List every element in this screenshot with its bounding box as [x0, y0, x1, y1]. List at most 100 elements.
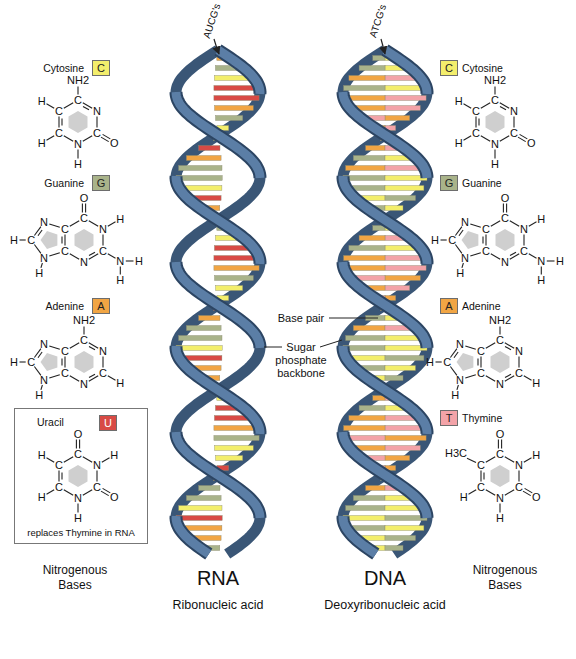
base-bar	[199, 146, 220, 151]
atom-label: H	[426, 357, 434, 368]
base-bars	[176, 56, 260, 551]
backbone-back	[176, 50, 260, 554]
strand-letters: AUCG's	[201, 2, 223, 40]
sugar-phosphate-strand	[343, 432, 427, 518]
backbone-front	[343, 50, 427, 554]
chemical-bond	[47, 458, 55, 462]
chemical-bond	[47, 136, 55, 140]
base-bar	[186, 156, 221, 161]
chemical-bond	[454, 352, 458, 358]
chemical-bond	[77, 87, 78, 95]
chemical-bond	[64, 103, 73, 108]
molecule-full-name: Ribonucleic acid	[172, 598, 263, 612]
atom-label: H	[116, 214, 124, 225]
base-bar	[385, 206, 403, 211]
chemical-bond	[70, 254, 79, 259]
atom-label: O	[110, 492, 119, 503]
chemical-bond	[465, 375, 476, 378]
atom-label: C	[80, 335, 88, 346]
base-bar	[385, 456, 410, 461]
base-structure	[464, 87, 528, 159]
atom-label: N	[537, 256, 545, 267]
chemical-bond	[126, 260, 134, 261]
atom-label: N	[40, 339, 48, 350]
chemical-bond	[102, 357, 103, 368]
sugar-phosphate-strand	[176, 176, 260, 264]
sugar-phosphate-strand	[176, 346, 260, 434]
chemical-bond	[486, 490, 495, 495]
base-bar	[199, 316, 220, 321]
ring-shading	[41, 353, 58, 371]
base-bar	[214, 96, 259, 101]
atom-label: H	[74, 513, 82, 524]
base-bar	[385, 546, 403, 551]
chemical-bond	[505, 346, 511, 349]
chemical-bond	[64, 457, 73, 462]
molecule-name: RNA	[197, 567, 239, 590]
chemical-bond	[500, 136, 509, 141]
base-bar	[385, 376, 403, 381]
part-label: Base pair	[276, 312, 326, 325]
chemical-bond	[20, 239, 26, 240]
base-bar	[186, 326, 221, 331]
sugar-phosphate-strand	[343, 262, 427, 348]
atom-label: C	[491, 95, 499, 106]
atom-label: N	[515, 346, 523, 357]
atom-label: C	[55, 128, 63, 139]
atom-label: C	[55, 460, 63, 471]
chemical-bond	[523, 235, 524, 246]
sugar-phosphate-strand	[343, 432, 427, 518]
base-name: Adenine	[462, 300, 501, 312]
sugar-phosphate-strand	[176, 92, 260, 178]
atom-label: H	[532, 450, 540, 461]
base-bar	[385, 366, 416, 371]
sugar-phosphate-strand	[343, 346, 427, 434]
base-bar	[344, 256, 385, 261]
atom-label: C	[93, 482, 101, 493]
base-letter: T	[441, 411, 457, 425]
sugar-phosphate-strand	[343, 176, 427, 264]
atom-label: C	[27, 357, 35, 368]
atom-label: N	[501, 257, 509, 268]
atom-label: O	[80, 193, 89, 204]
atom-label: H	[431, 235, 439, 246]
chemical-bond	[49, 375, 60, 378]
base-bar	[385, 116, 410, 121]
base-letter-box: T	[440, 410, 458, 426]
chemical-bond	[475, 117, 476, 128]
atom-label: C	[99, 246, 107, 257]
atom-label: NH2	[67, 75, 89, 86]
chemical-bond	[47, 490, 55, 494]
chemical-bond	[465, 346, 476, 349]
atom-label: H	[10, 357, 18, 368]
chemical-bond	[47, 104, 55, 108]
sugar-phosphate-strand	[176, 432, 260, 518]
chemical-bond	[61, 359, 62, 366]
atom-label: C	[74, 449, 82, 460]
chemical-bond	[491, 221, 500, 226]
chemical-bond	[58, 471, 59, 482]
chemical-bond	[464, 104, 472, 108]
chemical-bond	[34, 349, 41, 358]
structure-group	[20, 87, 555, 513]
base-bar	[214, 266, 259, 271]
base-bar	[385, 96, 426, 101]
chemical-bond	[529, 222, 537, 226]
atom-label: H	[556, 256, 564, 267]
ring-shading	[69, 111, 88, 133]
chemical-bond	[470, 224, 481, 227]
base-bar	[359, 66, 385, 71]
atom-label: N	[116, 256, 124, 267]
chemical-bond	[96, 117, 97, 128]
chemical-bond	[96, 471, 97, 482]
chemical-bond	[450, 367, 457, 376]
chemical-bond	[77, 150, 78, 159]
atom-label: N	[40, 217, 48, 228]
chemical-bond	[83, 106, 89, 109]
atom-label: C	[477, 482, 485, 493]
atom-label: C	[482, 246, 490, 257]
base-bar	[214, 436, 259, 441]
base-bar	[215, 276, 254, 281]
chemical-bond	[485, 235, 486, 246]
